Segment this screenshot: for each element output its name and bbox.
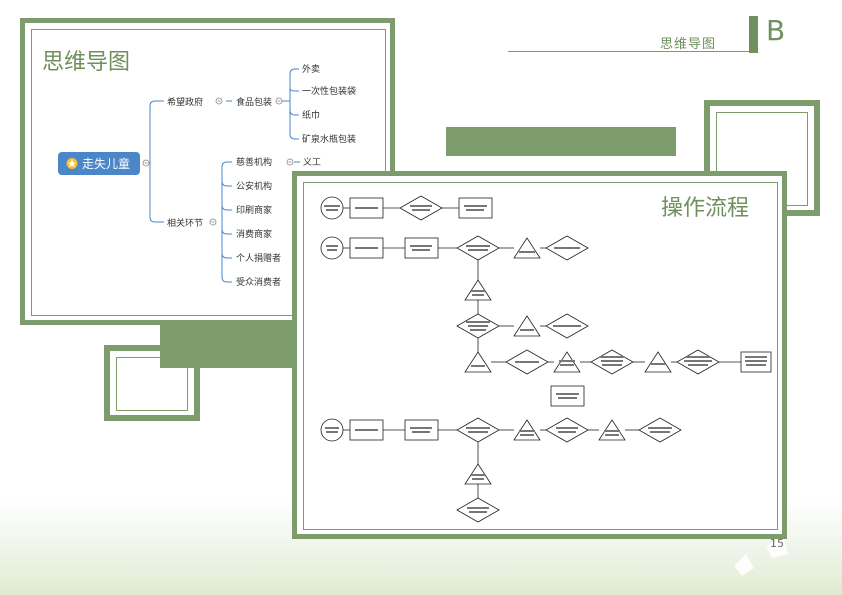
header-letter: B: [766, 14, 786, 47]
mindmap-node: 慈善机构: [236, 156, 272, 168]
flowchart-title: 操作流程: [661, 196, 750, 221]
mindmap-leaf: 矿泉水瓶包装: [302, 133, 356, 145]
mindmap-root-node: [58, 152, 140, 175]
deco-frame-left-inner: [116, 357, 188, 411]
page-number: 15: [770, 537, 784, 550]
branch-label: 希望政府: [167, 96, 203, 108]
mindmap-leaf: 义工: [303, 157, 321, 168]
mindmap-leaf: 纸巾: [302, 109, 320, 121]
flowchart-card-inner: [303, 182, 778, 530]
mindmap-node: 公安机构: [236, 180, 272, 192]
mindmap-node: 印刷商家: [236, 204, 272, 216]
leaf-decoration: [734, 538, 788, 576]
green-block-left: [160, 322, 300, 368]
mindmap-node: 消费商家: [236, 228, 272, 240]
mindmap-node: 个人捐赠者: [236, 252, 281, 264]
mindmap-title: 思维导图: [42, 50, 131, 75]
header-bar: [749, 16, 758, 53]
mindmap-node: 受众消费者: [236, 276, 281, 288]
branch-label: 相关环节: [167, 217, 203, 229]
flowchart-card: [292, 171, 787, 539]
mindmap-leaf: 一次性包装袋: [302, 85, 356, 97]
mindmap-node: 食品包装: [236, 96, 272, 108]
header-line: [508, 51, 756, 52]
mindmap-leaf: 外卖: [302, 63, 320, 75]
header-title: 思维导图: [660, 37, 717, 52]
green-block-top: [446, 127, 676, 156]
mindmap-root: 走失儿童: [82, 156, 130, 171]
